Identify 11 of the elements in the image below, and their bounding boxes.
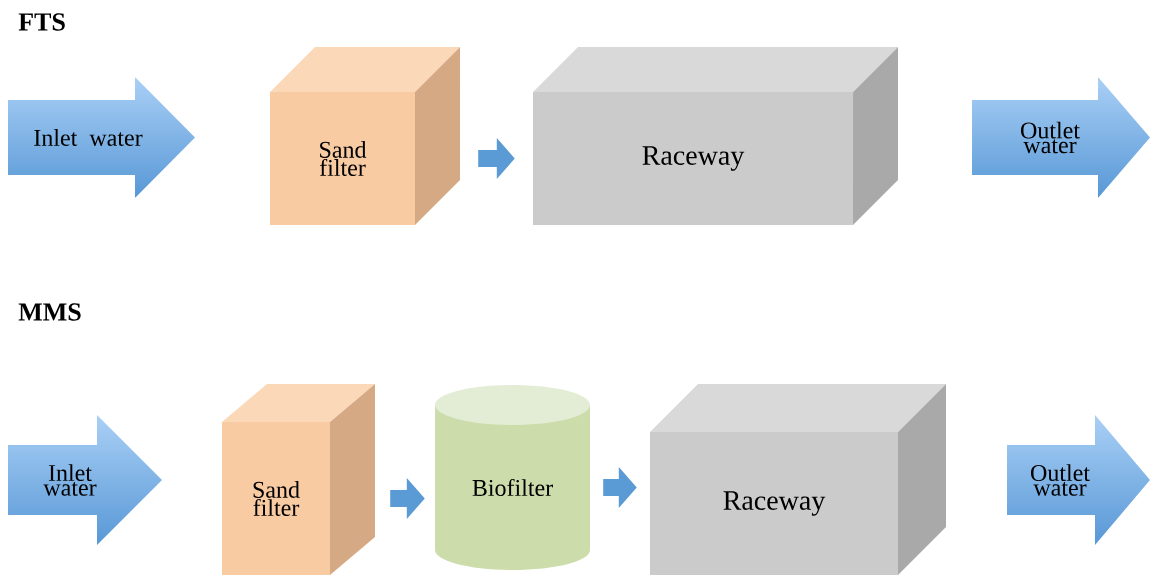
cube-drawing: Raceway (533, 47, 898, 225)
cube-drawing: Sand filter (222, 384, 375, 575)
block-arrow: Inlet water (34, 129, 143, 146)
section-heading: MMS (18, 303, 81, 321)
block-arrow: Inlet water (43, 464, 97, 496)
section-heading: FTS (18, 13, 65, 31)
cylinder-drawing: Biofilter (435, 385, 590, 570)
block-arrow: Outlet water (1021, 121, 1080, 154)
block-arrow: Outlet water (1031, 464, 1090, 496)
cube-drawing: Sand filter (270, 47, 460, 225)
cube-drawing: Raceway (650, 384, 946, 575)
